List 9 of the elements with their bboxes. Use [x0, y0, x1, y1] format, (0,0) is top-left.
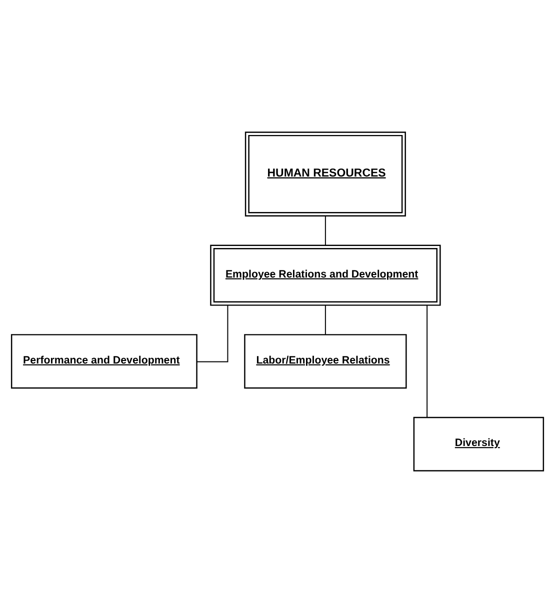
connector — [324, 215, 326, 246]
node-box: Performance and Development — [10, 334, 198, 388]
connector — [426, 304, 428, 418]
node-box: Diversity — [413, 416, 544, 471]
node-box: Labor/Employee Relations — [244, 334, 407, 388]
connector — [196, 304, 228, 362]
node-box: Employee Relations and Development — [210, 244, 441, 306]
connector — [324, 304, 326, 335]
node-box: HUMAN RESOURCES — [244, 131, 406, 216]
